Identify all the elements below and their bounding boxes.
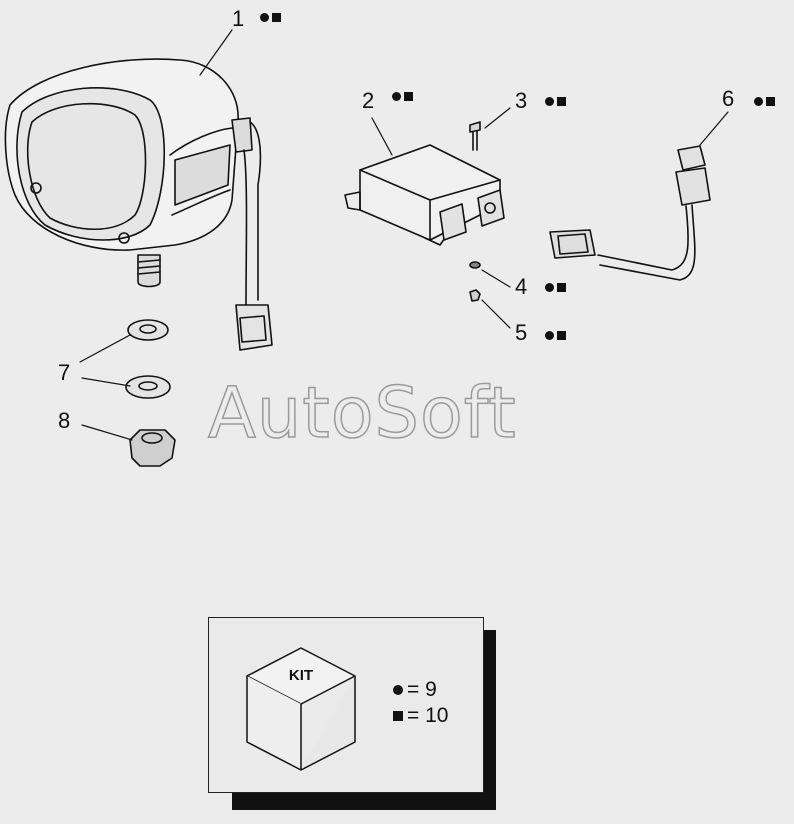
callout-5: 5 [515, 320, 528, 345]
small-washer [469, 261, 481, 269]
square-icon [272, 13, 281, 23]
watermark: AutoSoft [207, 371, 517, 455]
callout-7: 7 [58, 360, 71, 385]
dot-icon [545, 97, 554, 107]
dot-icon [545, 283, 554, 293]
small-nut [469, 289, 481, 302]
dot-icon [260, 13, 269, 23]
washer-bottom [125, 375, 171, 399]
callout-6-kit-marks [754, 94, 775, 110]
dot-icon [392, 92, 401, 102]
callout-8: 8 [58, 408, 71, 433]
kit-cube-icon: KIT [246, 647, 356, 771]
wiring-harness [549, 145, 711, 281]
callout-5-kit-marks [545, 328, 566, 344]
square-icon [557, 97, 566, 107]
work-lamp [4, 58, 273, 351]
leader-lines [79, 29, 729, 441]
callout-2-kit-marks [392, 89, 413, 105]
dot-icon [754, 97, 763, 107]
legend-square-row: = 10 [393, 704, 448, 728]
square-icon [393, 711, 403, 722]
callout-4: 4 [515, 274, 528, 299]
square-icon [766, 97, 775, 107]
dot-icon [393, 685, 403, 696]
kit-label: KIT [289, 667, 313, 684]
callout-6: 6 [722, 86, 735, 111]
legend-dot-text: = 9 [407, 678, 437, 701]
callout-4-kit-marks [545, 280, 566, 296]
square-icon [557, 331, 566, 341]
washer-top [127, 319, 169, 341]
callout-3: 3 [515, 88, 528, 113]
square-icon [557, 283, 566, 293]
control-module [344, 144, 505, 246]
legend-square-text: = 10 [407, 704, 449, 727]
callout-3-kit-marks [545, 94, 566, 110]
callout-1: 1 [232, 6, 245, 31]
callout-2: 2 [362, 88, 375, 113]
legend-dot-row: = 9 [393, 678, 437, 702]
hex-nut [129, 429, 176, 467]
kit-legend-box: KIT = 9 = 10 [208, 617, 484, 793]
square-icon [404, 92, 413, 102]
dot-icon [545, 331, 554, 341]
bolt [469, 121, 481, 133]
callout-1-kit-marks [260, 10, 281, 26]
